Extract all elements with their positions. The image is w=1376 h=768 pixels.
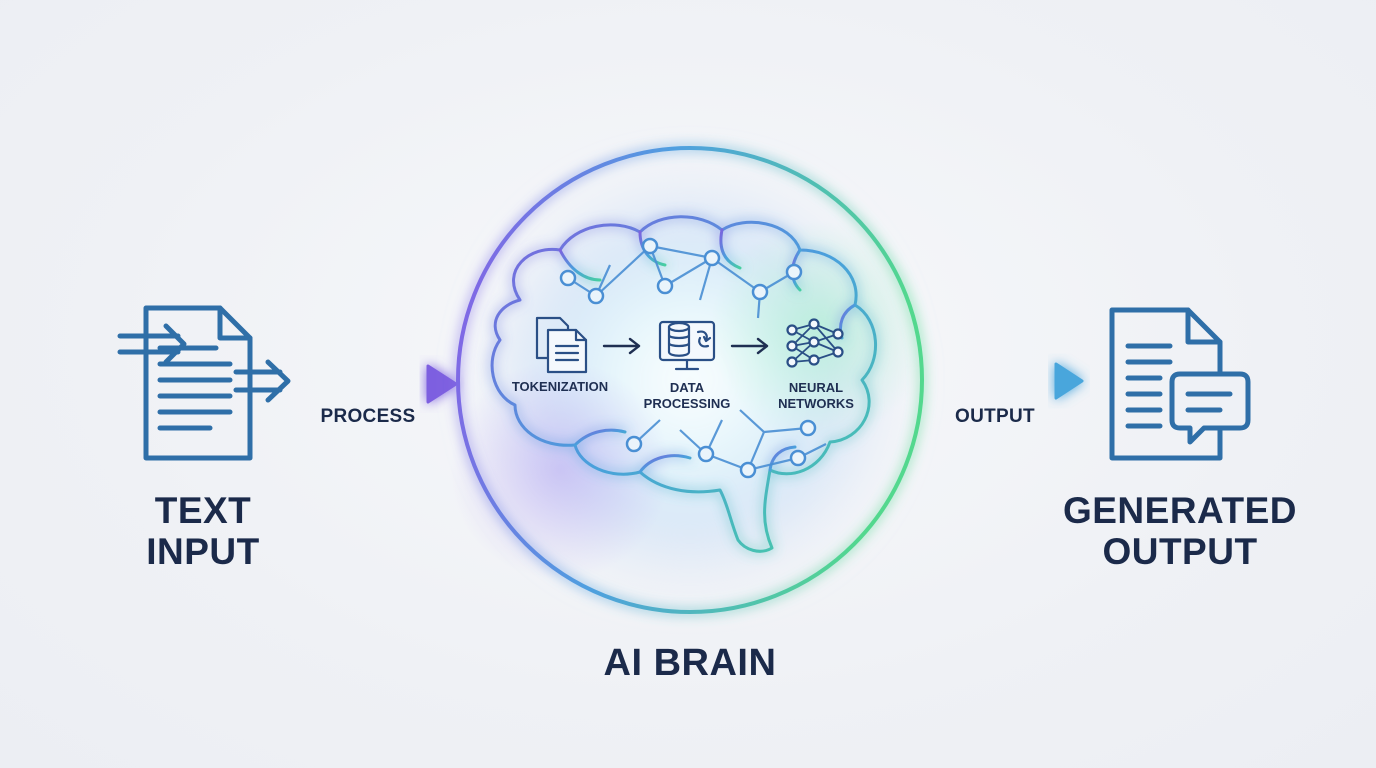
ai-brain-title: AI BRAIN [603,642,777,684]
text-input-title-line1: TEXT [154,490,252,531]
output-arrow [919,362,1084,400]
brain-network-nodes [559,237,817,479]
step-label-neural-networks: NEURAL NETWORKS [766,380,866,412]
generated-output-title-line1: GENERATED [1062,490,1298,531]
database-monitor-icon [658,320,716,371]
process-label: PROCESS [320,406,416,427]
text-input-title: TEXT INPUT [128,490,278,572]
step-arrow-2 [730,337,769,355]
generated-output-title-line2: OUTPUT [1102,531,1258,572]
process-arrow [305,364,458,404]
step-label-data-processing-line2: PROCESSING [643,396,731,411]
text-input-title-line2: INPUT [146,531,260,572]
generated-output-title: GENERATED OUTPUT [1060,490,1300,572]
step-label-tokenization: TOKENIZATION [511,379,609,394]
step-label-neural-networks-line2: NETWORKS [778,396,854,411]
documents-icon [535,316,588,374]
step-arrow-1 [602,337,641,355]
brain-outline [490,215,877,553]
step-label-data-processing: DATA PROCESSING [630,380,744,412]
document-input-icon [117,305,291,461]
step-label-data-processing-line1: DATA [669,380,705,395]
output-label: OUTPUT [955,406,1035,427]
step-label-neural-networks-line1: NEURAL [788,380,844,395]
neural-network-icon [786,318,844,368]
document-chat-icon [1109,307,1251,461]
